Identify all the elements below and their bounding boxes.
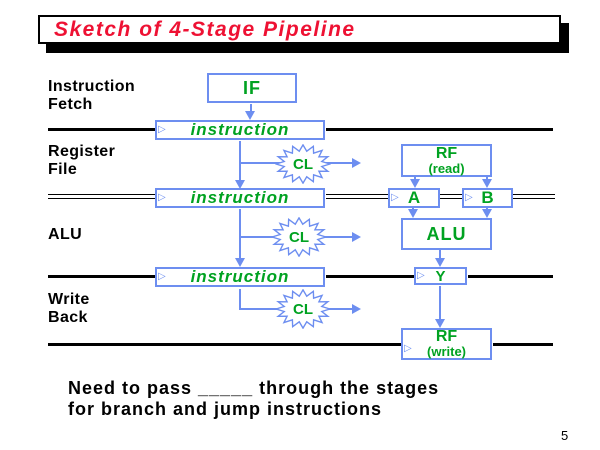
stage-divider-3-right bbox=[468, 275, 553, 278]
arrow-cl1-out bbox=[352, 158, 361, 168]
cl-starburst-1: CL bbox=[274, 144, 332, 184]
stage-label-line: ALU bbox=[48, 226, 83, 243]
stage-label-line: Register bbox=[48, 143, 116, 160]
clock-input-icon: ▷ bbox=[158, 192, 166, 203]
arrow-ir2-to-ir3 bbox=[235, 258, 245, 267]
wire-ir3-down bbox=[239, 289, 241, 310]
footnote-line1: Need to pass _____ through the stages bbox=[68, 378, 440, 398]
arrow-y-to-rfwrite bbox=[435, 319, 445, 328]
clock-input-icon: ▷ bbox=[391, 192, 399, 203]
stage-label-line: Instruction bbox=[48, 78, 136, 95]
stage-divider-1-right bbox=[326, 128, 553, 131]
arrow-ir1-to-ir2 bbox=[235, 180, 245, 189]
rf-write-label: RF (write) bbox=[427, 328, 466, 360]
clock-input-icon: ▷ bbox=[404, 343, 412, 355]
stage-label-write-back: Write Back bbox=[48, 291, 90, 327]
y-register-box: ▷ Y bbox=[414, 267, 467, 285]
instruction-register-label: instruction bbox=[190, 267, 290, 286]
arrow-cl2-out bbox=[352, 232, 361, 242]
wire-if-to-ir1 bbox=[250, 104, 252, 113]
clock-input-icon: ▷ bbox=[158, 124, 166, 135]
clock-input-icon: ▷ bbox=[465, 192, 473, 203]
rf-write-box: ▷ RF (write) bbox=[401, 328, 492, 360]
y-register-label: Y bbox=[435, 267, 446, 285]
arrow-rfread-to-a bbox=[410, 179, 420, 188]
rf-read-line1: RF bbox=[435, 144, 458, 162]
instruction-register-3: ▷ instruction bbox=[155, 267, 325, 287]
if-box: IF bbox=[207, 73, 297, 103]
arrow-cl3-out bbox=[352, 304, 361, 314]
stage-label-alu: ALU bbox=[48, 226, 82, 244]
instruction-register-label: instruction bbox=[190, 120, 290, 139]
alu-box: ALU bbox=[401, 218, 492, 250]
stage-divider-2-right bbox=[513, 194, 555, 199]
cl-label: CL bbox=[293, 300, 313, 318]
footnote-line2: for branch and jump instructions bbox=[68, 399, 383, 419]
rf-read-line2: (read) bbox=[428, 160, 465, 176]
footnote: Need to pass _____ through the stages fo… bbox=[68, 378, 439, 420]
stage-label-register-file: Register File bbox=[48, 143, 115, 179]
a-register-label: A bbox=[407, 188, 421, 207]
arrow-alu-to-y bbox=[435, 258, 445, 267]
wire-y-to-rfwrite bbox=[439, 286, 441, 320]
wire-ir2-to-ir3 bbox=[239, 209, 241, 259]
wire-ir1-to-ir2 bbox=[239, 141, 241, 180]
stage-divider-4-right bbox=[493, 343, 553, 346]
instruction-register-1: ▷ instruction bbox=[155, 120, 325, 140]
wire-alu-to-y bbox=[439, 250, 441, 259]
stage-label-line: Fetch bbox=[48, 96, 93, 113]
arrow-if-to-ir1 bbox=[245, 111, 255, 120]
rf-write-line1: RF bbox=[435, 328, 458, 345]
stage-divider-3-left bbox=[48, 275, 155, 278]
stage-label-instruction-fetch: Instruction Fetch bbox=[48, 78, 135, 114]
rf-write-line2: (write) bbox=[427, 344, 466, 359]
arrow-a-to-alu bbox=[408, 209, 418, 218]
rf-read-box: RF (read) bbox=[401, 144, 492, 177]
rf-read-label: RF (read) bbox=[428, 144, 465, 176]
a-register-box: ▷ A bbox=[388, 188, 440, 208]
arrow-rfread-to-b bbox=[482, 179, 492, 188]
stage-divider-2-left bbox=[48, 194, 155, 199]
clock-input-icon: ▷ bbox=[417, 270, 425, 281]
cl-starburst-2: CL bbox=[270, 217, 328, 257]
stage-divider-1-left bbox=[48, 128, 155, 131]
stage-label-line: File bbox=[48, 161, 78, 178]
cl-label: CL bbox=[289, 228, 309, 246]
stage-label-line: Back bbox=[48, 309, 88, 326]
if-label: IF bbox=[243, 77, 261, 98]
stage-divider-3-mid bbox=[326, 275, 414, 278]
cl-label: CL bbox=[293, 155, 313, 173]
stage-divider-4-left bbox=[48, 343, 401, 346]
stage-label-line: Write bbox=[48, 291, 90, 308]
clock-input-icon: ▷ bbox=[158, 271, 166, 282]
page-number: 5 bbox=[561, 428, 569, 443]
arrow-b-to-alu bbox=[482, 209, 492, 218]
instruction-register-2: ▷ instruction bbox=[155, 188, 325, 208]
alu-label: ALU bbox=[426, 223, 467, 244]
stage-divider-2-mid bbox=[326, 194, 388, 199]
page-title: Sketch of 4-Stage Pipeline bbox=[54, 17, 356, 41]
b-register-label: B bbox=[481, 188, 494, 207]
cl-starburst-3: CL bbox=[274, 289, 332, 329]
stage-divider-2-gap bbox=[440, 194, 462, 199]
instruction-register-label: instruction bbox=[190, 188, 290, 207]
title-box: Sketch of 4-Stage Pipeline bbox=[38, 15, 561, 44]
b-register-box: ▷ B bbox=[462, 188, 513, 208]
